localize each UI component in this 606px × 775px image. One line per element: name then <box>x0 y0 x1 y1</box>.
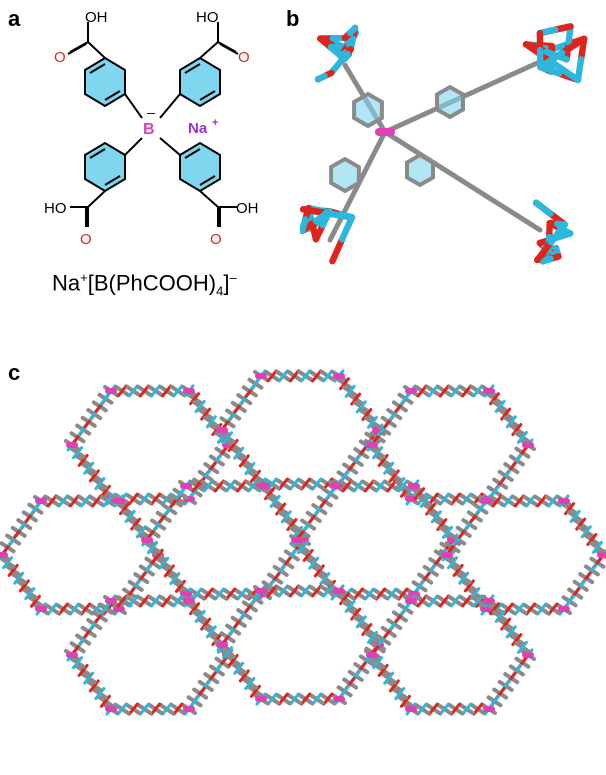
phenyl-ring <box>84 56 126 108</box>
atom-label-o: O <box>54 49 66 66</box>
atom-label-ho: HO <box>196 9 219 26</box>
formula-cation: Na <box>52 270 81 296</box>
compound-formula: Na+[B(PhCOOH)4]– <box>52 270 237 299</box>
structure-bonds <box>67 22 239 227</box>
panel-label-b: b <box>286 6 300 31</box>
atom-label-o: O <box>210 231 222 248</box>
sodium-charge: + <box>212 117 218 129</box>
atom-label-ho: HO <box>44 200 67 217</box>
atom-label-o: O <box>238 49 250 66</box>
phenyl-ring <box>179 141 221 193</box>
phenyl-ring <box>84 141 126 193</box>
panel-label-c: c <box>8 360 21 385</box>
framework-network-image <box>0 369 606 716</box>
panel-label-a: a <box>8 6 21 31</box>
formula-anion: [B(PhCOOH) <box>87 270 217 296</box>
atom-label-oh: OH <box>236 200 259 217</box>
boron-charge: – <box>147 104 155 120</box>
phenyl-ring <box>179 56 221 108</box>
coordination-structure-image <box>300 23 588 265</box>
atom-label-o: O <box>80 231 92 248</box>
tetrahedral-borate-structure: OH O HO O HO O OH O B – Na + <box>44 9 259 248</box>
formula-anion-charge: – <box>229 270 237 285</box>
formula-bracket-close: ] <box>223 270 230 296</box>
formula-cation-charge: + <box>80 270 88 285</box>
formula-subscript: 4 <box>216 283 224 299</box>
atom-label-sodium: Na <box>188 120 208 137</box>
atom-label-boron: B <box>143 121 155 138</box>
atom-label-oh: OH <box>85 9 108 26</box>
